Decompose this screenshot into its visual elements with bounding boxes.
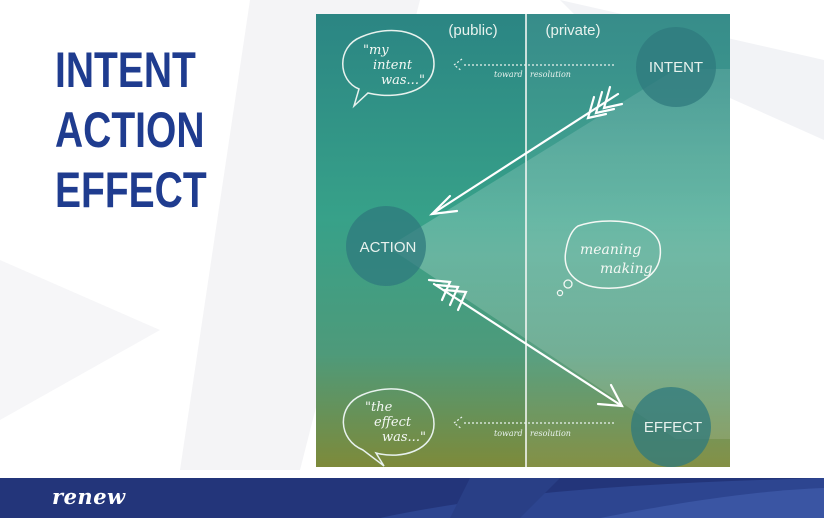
- arrow-action-to-effect: [427, 278, 624, 408]
- bubble-intent-line1: "my: [363, 43, 389, 58]
- speech-bubble-effect: "the effect was...": [342, 388, 435, 467]
- speech-bubble-intent: "my intent was...": [342, 29, 435, 109]
- column-label-public: (public): [448, 22, 497, 39]
- effect-node-label: EFFECT: [644, 419, 702, 436]
- intent-node-label: INTENT: [649, 59, 703, 76]
- title-line-intent: INTENT: [55, 42, 196, 98]
- bubble-intent-line2: intent: [373, 58, 413, 73]
- thought-bubble-meaning-making: meaning making: [556, 220, 662, 297]
- bubble-effect-line3: was...": [382, 430, 426, 445]
- arrow-toward-resolution-top: toward resolution: [453, 58, 616, 79]
- slide-title: INTENT ACTION EFFECT: [55, 40, 211, 220]
- bubble-effect-line2: effect: [374, 415, 412, 430]
- footer-bar: renew: [0, 478, 824, 518]
- footer-divider: [0, 470, 824, 478]
- intent-action-effect-diagram: (public) (private) INTENT ACTION EFFECT …: [316, 14, 730, 467]
- arrow-intent-to-action: [428, 85, 624, 216]
- footer-swoosh: [380, 478, 824, 518]
- column-label-private: (private): [545, 22, 600, 39]
- arrow-toward-resolution-bottom: toward resolution: [453, 416, 616, 438]
- action-node-label: ACTION: [360, 239, 417, 256]
- intent-node: [636, 27, 716, 107]
- bubble-intent-line3: was...": [381, 73, 425, 88]
- renew-logo: renew: [52, 484, 126, 509]
- title-line-effect: EFFECT: [55, 162, 207, 218]
- private-light-wedge: [388, 69, 730, 439]
- action-node: [346, 206, 426, 286]
- bottom-arrow-label-resolution: resolution: [530, 429, 571, 438]
- top-arrow-label-resolution: resolution: [530, 70, 571, 79]
- title-line-action: ACTION: [55, 102, 205, 158]
- thought-line1: meaning: [580, 242, 641, 258]
- bubble-effect-line1: "the: [365, 400, 393, 415]
- effect-node: [631, 387, 711, 467]
- bottom-arrow-label-toward: toward: [494, 429, 523, 438]
- thought-line2: making: [600, 261, 653, 277]
- top-arrow-label-toward: toward: [494, 70, 523, 79]
